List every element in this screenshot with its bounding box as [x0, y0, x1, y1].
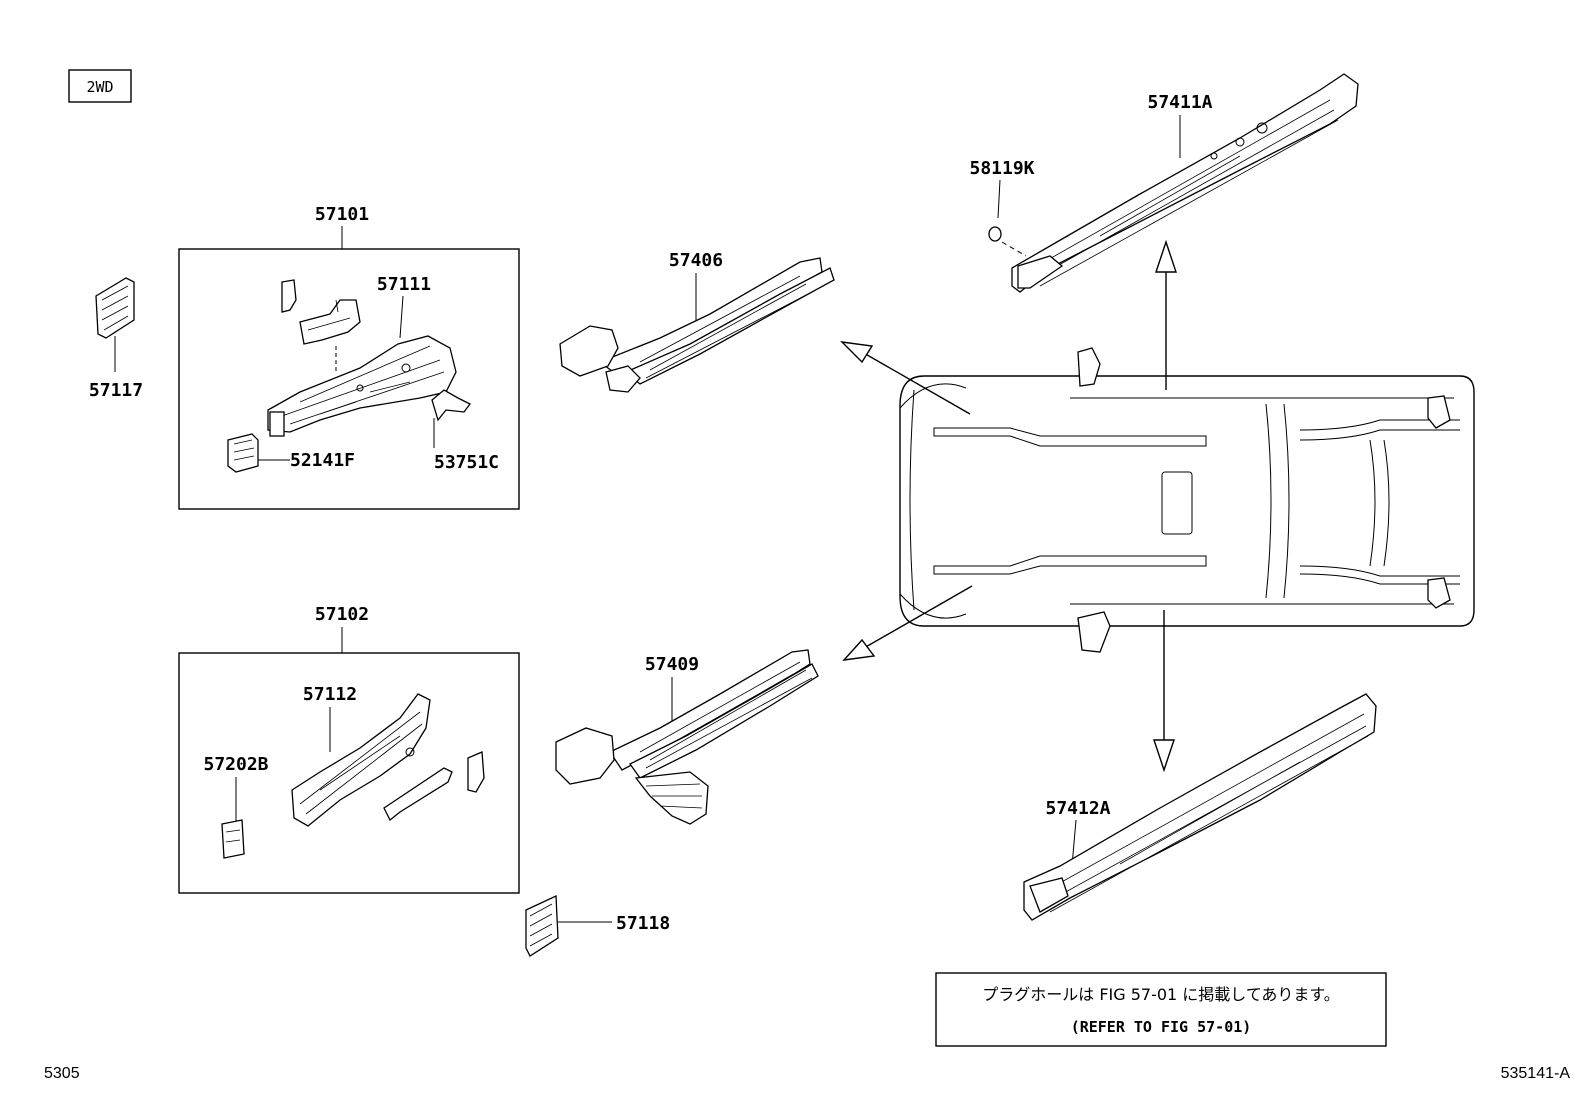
part-53751C — [431, 389, 471, 422]
group-57409: 57409 — [555, 649, 819, 825]
part-57411A — [1011, 73, 1359, 293]
label-57412A[interactable]: 57412A — [1045, 798, 1110, 819]
vehicle-underbody — [899, 347, 1475, 653]
group-57118: 57118 — [525, 895, 670, 957]
note-japanese: プラグホールは FIG 57-01 に掲載してあります。 — [982, 985, 1340, 1004]
part-57202B — [221, 819, 245, 859]
group-57412A: 57412A — [1023, 693, 1377, 921]
label-57409[interactable]: 57409 — [645, 654, 699, 675]
note-english: (REFER TO FIG 57-01) — [1071, 1018, 1252, 1036]
label-57117[interactable]: 57117 — [89, 380, 143, 401]
label-58119K[interactable]: 58119K — [969, 158, 1034, 179]
box-57102 — [178, 652, 520, 894]
part-52141F — [227, 433, 259, 473]
label-57111[interactable]: 57111 — [377, 274, 431, 295]
part-57412A — [1023, 693, 1377, 921]
part-57111-rail — [267, 335, 457, 437]
label-52141F[interactable]: 52141F — [290, 450, 355, 471]
group-57411A: 57411A 58119K — [969, 73, 1359, 293]
part-57111-bracket — [281, 279, 361, 372]
note-box: プラグホールは FIG 57-01 に掲載してあります。 (REFER TO F… — [935, 972, 1387, 1047]
variant-tag: 2WD — [68, 69, 132, 103]
part-57117 — [95, 277, 135, 339]
box-57101 — [178, 248, 520, 510]
group-57102: 57102 57112 57202B — [178, 604, 520, 894]
label-57406[interactable]: 57406 — [669, 250, 723, 271]
group-57101: 57101 57111 52141F — [178, 204, 520, 510]
label-57118[interactable]: 57118 — [616, 913, 670, 934]
label-57112[interactable]: 57112 — [303, 684, 357, 705]
part-57118 — [525, 895, 559, 957]
group-57117: 57117 — [89, 277, 143, 401]
label-57101[interactable]: 57101 — [315, 204, 369, 225]
variant-tag-text: 2WD — [86, 78, 113, 96]
footer-left-code: 5305 — [44, 1065, 80, 1082]
label-57202B[interactable]: 57202B — [203, 754, 268, 775]
label-53751C[interactable]: 53751C — [434, 452, 499, 473]
group-57406: 57406 — [559, 250, 835, 393]
label-57411A[interactable]: 57411A — [1147, 92, 1212, 113]
label-57102[interactable]: 57102 — [315, 604, 369, 625]
arrows — [840, 239, 1177, 773]
part-57406 — [559, 257, 835, 393]
part-57409 — [555, 649, 819, 825]
part-57112-brace — [383, 751, 485, 822]
footer-right-code: 535141-A — [1501, 1065, 1571, 1082]
part-57112-rail — [291, 693, 431, 827]
part-58119K — [988, 226, 1002, 242]
